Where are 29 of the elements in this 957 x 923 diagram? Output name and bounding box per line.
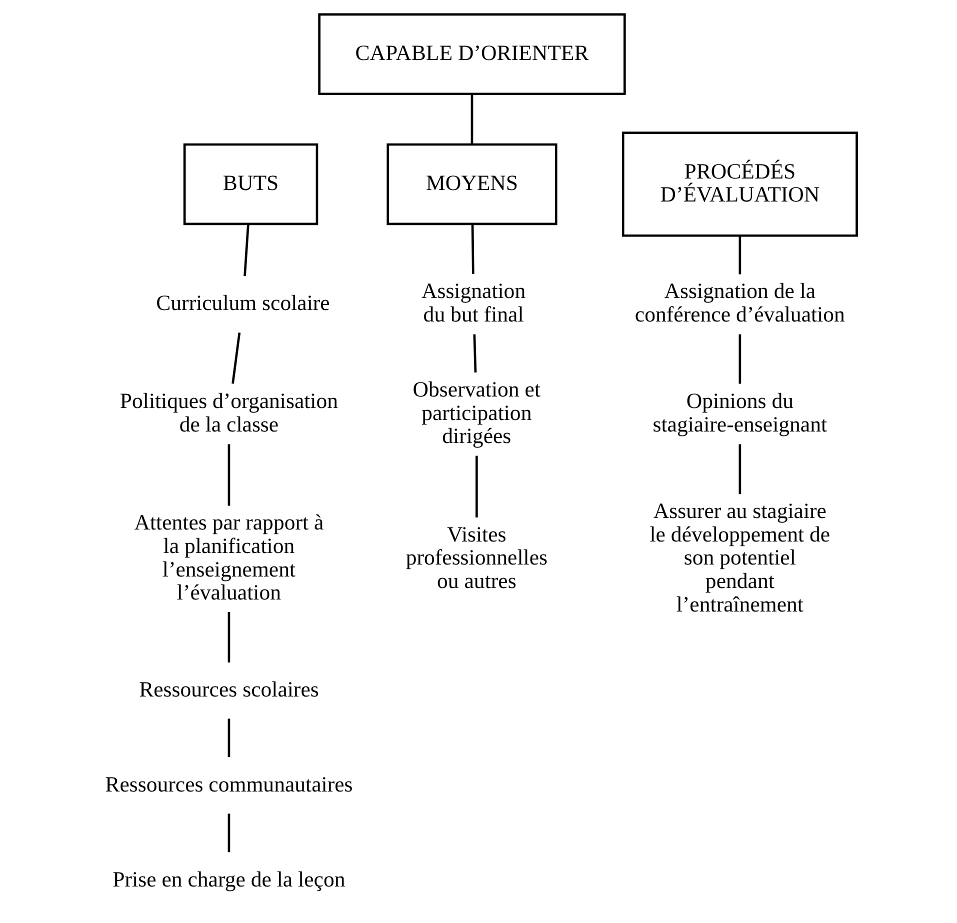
node-text: Assignation du but final [420, 279, 526, 327]
connector [738, 236, 741, 274]
node-text: Ressources communautaires [104, 772, 352, 796]
node-text: Assignation de la conférence d’évaluation [634, 279, 844, 327]
connector [470, 224, 474, 274]
node-box: BUTS [182, 143, 318, 226]
node-text: Ressources scolaires [138, 677, 318, 702]
connector [227, 612, 230, 662]
connector [227, 444, 230, 506]
connector [472, 334, 476, 373]
node-text: Assurer au stagiaire le développement de son potentiel pendant l’entraînement [649, 498, 830, 616]
node-text: Curriculum scolaire [156, 290, 330, 315]
node-text: Politiques d’organisation de la classe [119, 389, 338, 436]
connector [475, 456, 478, 518]
connector [738, 334, 741, 384]
connector [738, 444, 741, 494]
node-box: CAPABLE D’ORIENTER [318, 13, 626, 96]
connector [470, 94, 473, 144]
node-text: Opinions du stagiaire-enseignant [652, 389, 827, 436]
connector [227, 814, 230, 852]
node-text: Attentes par rapport à la planification l’enseignement l’évaluation [134, 510, 324, 605]
node-text: Visites professionnelles ou autres [405, 522, 547, 593]
connector [243, 224, 249, 276]
connector [227, 718, 230, 758]
node-box: PROCÉDÉS D’ÉVALUATION [621, 132, 858, 237]
node-text: Observation et participation dirigées [412, 377, 540, 448]
connector [231, 332, 240, 384]
node-box: MOYENS [386, 143, 557, 226]
node-text: Prise en charge de la leçon [112, 867, 345, 892]
